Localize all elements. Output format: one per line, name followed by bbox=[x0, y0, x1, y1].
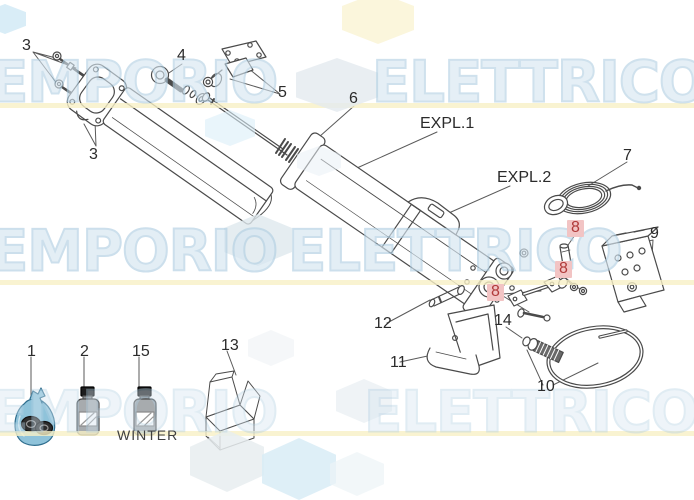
cable-loop bbox=[546, 325, 644, 389]
callout-8c: 8 bbox=[487, 283, 504, 301]
front-bracket bbox=[202, 40, 267, 88]
caption-winter: WINTER bbox=[117, 427, 179, 443]
outer-tube bbox=[102, 87, 274, 225]
eyelet-bolt bbox=[150, 65, 207, 106]
callout-10: 10 bbox=[537, 378, 555, 395]
callout-3b: 3 bbox=[89, 146, 98, 163]
callout-1: 1 bbox=[27, 343, 36, 360]
hardware-bag bbox=[14, 387, 56, 446]
capacitor-cable bbox=[543, 181, 642, 216]
callout-15: 15 bbox=[132, 343, 150, 360]
oil-bottle bbox=[76, 386, 100, 436]
callout-14: 14 bbox=[494, 312, 512, 329]
release-lever bbox=[407, 197, 460, 236]
fork-bracket bbox=[426, 304, 501, 375]
callout-9: 9 bbox=[650, 225, 659, 242]
nuts bbox=[569, 282, 588, 296]
packaging-box bbox=[205, 370, 261, 451]
rear-bracket bbox=[601, 226, 665, 313]
callout-2: 2 bbox=[80, 343, 89, 360]
callout-8a: 8 bbox=[567, 219, 584, 237]
callout-4: 4 bbox=[177, 47, 186, 64]
callout-12: 12 bbox=[374, 315, 392, 332]
callout-11: 11 bbox=[390, 354, 407, 371]
callout-13: 13 bbox=[221, 337, 239, 354]
callout-expl2: EXPL.2 bbox=[497, 169, 552, 186]
clevis-pin bbox=[428, 285, 465, 308]
clevis-assembly bbox=[507, 275, 568, 307]
cable-gland bbox=[522, 336, 564, 364]
callout-6: 6 bbox=[349, 90, 358, 107]
callout-5: 5 bbox=[278, 84, 287, 101]
callout-7: 7 bbox=[623, 147, 632, 164]
piston-rod bbox=[201, 92, 288, 156]
clevis-screw bbox=[517, 308, 551, 322]
winter-oil-bottle bbox=[133, 386, 157, 436]
callout-expl1: EXPL.1 bbox=[420, 115, 475, 132]
callout-3a: 3 bbox=[22, 37, 31, 54]
callout-8b: 8 bbox=[555, 260, 572, 278]
